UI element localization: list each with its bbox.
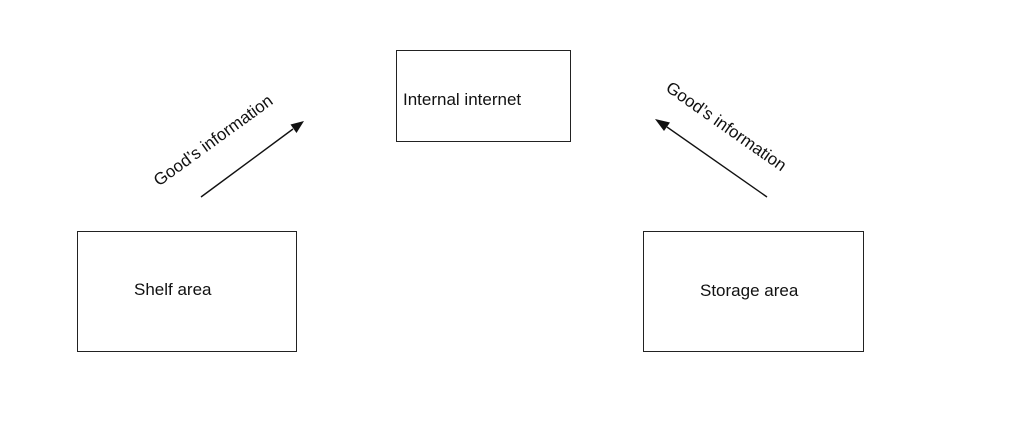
node-internal-internet: Internal internet: [396, 50, 571, 142]
arrowhead-storage-to-internet: [655, 119, 670, 131]
node-label-storage-area: Storage area: [700, 281, 799, 300]
arrow-shelf-to-internet: [200, 128, 294, 198]
arrow-storage-to-internet: [666, 126, 768, 198]
arrowhead-shelf-to-internet: [290, 121, 304, 133]
node-storage-area: Storage area: [643, 231, 864, 352]
node-label-internal-internet: Internal internet: [403, 90, 522, 109]
node-label-shelf-area: Shelf area: [134, 280, 212, 299]
node-shelf-area: Shelf area: [77, 231, 297, 352]
